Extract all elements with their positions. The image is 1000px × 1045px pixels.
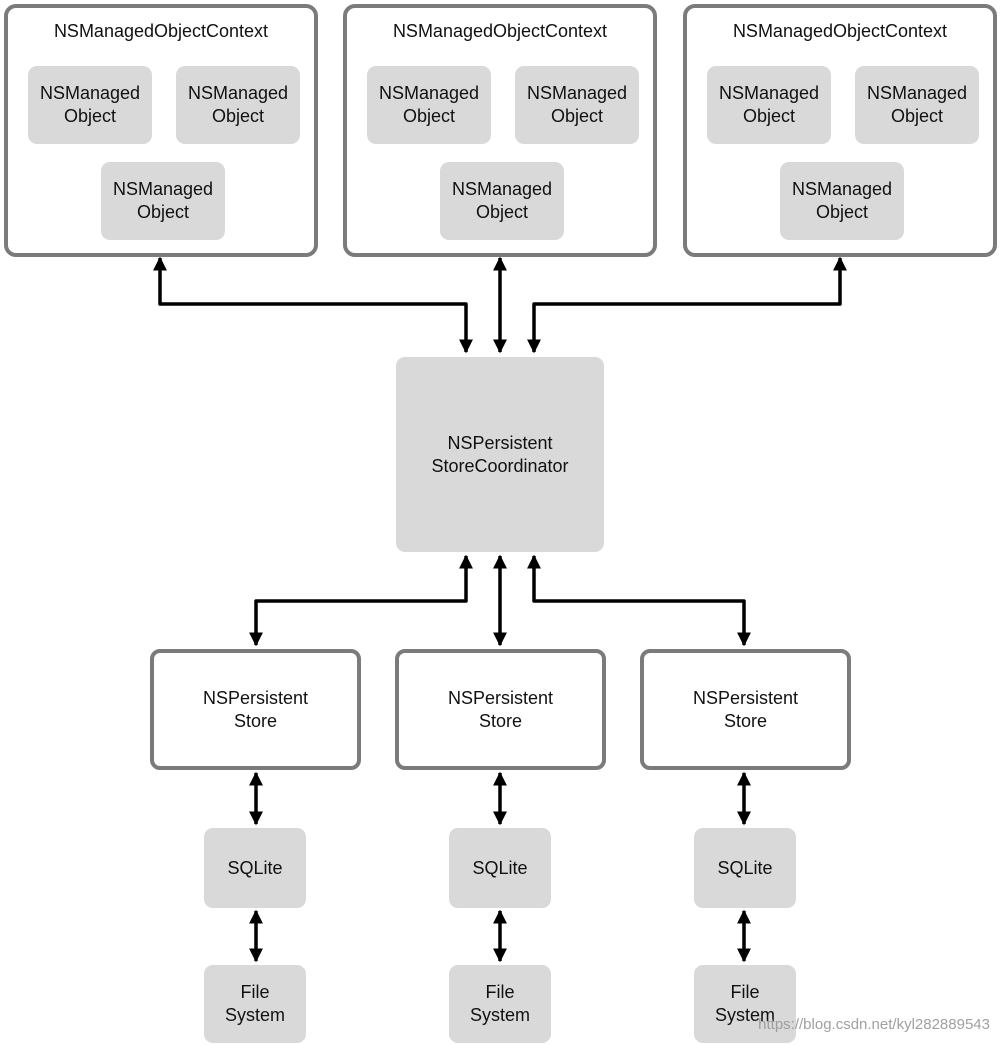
sqlite-box-2: SQLite xyxy=(449,828,551,908)
managed-object-context-1: NSManagedObjectContext NSManaged Object … xyxy=(4,4,318,257)
arrow-context-3-coordinator xyxy=(527,256,847,354)
file-system-box-1: File System xyxy=(204,965,306,1043)
persistent-store-1: NSPersistent Store xyxy=(150,649,361,770)
file-system-box-3: File System xyxy=(694,965,796,1043)
managed-object: NSManaged Object xyxy=(515,66,639,144)
context-title: NSManagedObjectContext xyxy=(392,21,608,41)
managed-object: NSManaged Object xyxy=(707,66,831,144)
managed-object: NSManaged Object xyxy=(176,66,300,144)
context-title: NSManagedObjectContext xyxy=(732,21,948,41)
arrow-coordinator-store-1 xyxy=(249,554,473,647)
managed-object: NSManaged Object xyxy=(780,162,904,240)
managed-object: NSManaged Object xyxy=(440,162,564,240)
managed-object-context-2: NSManagedObjectContext NSManaged Object … xyxy=(343,4,657,257)
file-system-box-2: File System xyxy=(449,965,551,1043)
sqlite-box-1: SQLite xyxy=(204,828,306,908)
managed-object-context-3: NSManagedObjectContext NSManaged Object … xyxy=(683,4,997,257)
managed-object: NSManaged Object xyxy=(855,66,979,144)
arrow-context-1-coordinator xyxy=(153,256,473,354)
persistent-store-coordinator: NSPersistent StoreCoordinator xyxy=(396,357,604,552)
arrow-coordinator-store-3 xyxy=(527,554,751,647)
persistent-store-3: NSPersistent Store xyxy=(640,649,851,770)
persistent-store-2: NSPersistent Store xyxy=(395,649,606,770)
managed-object: NSManaged Object xyxy=(28,66,152,144)
sqlite-box-3: SQLite xyxy=(694,828,796,908)
watermark-url: https://blog.csdn.net/kyl282889543 xyxy=(758,1016,990,1033)
context-title: NSManagedObjectContext xyxy=(53,21,269,41)
managed-object: NSManaged Object xyxy=(367,66,491,144)
managed-object: NSManaged Object xyxy=(101,162,225,240)
